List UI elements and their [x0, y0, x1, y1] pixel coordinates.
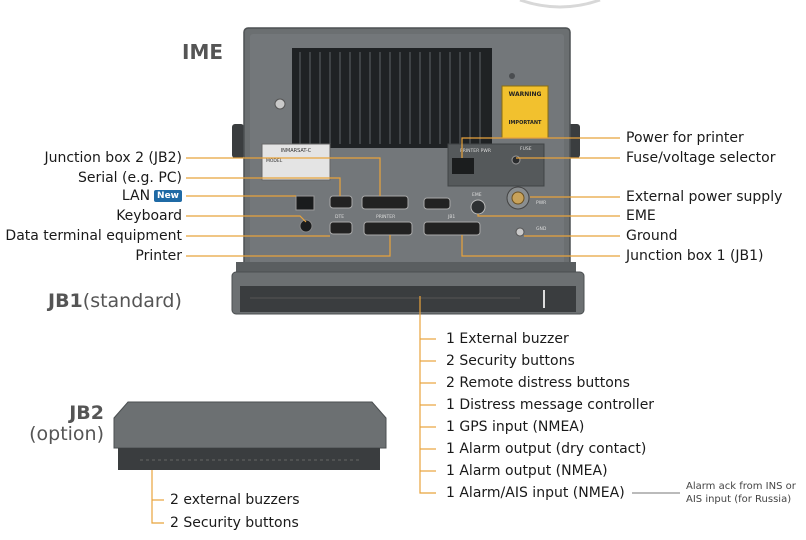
jb1-title-sub: (standard) — [82, 290, 182, 312]
right-handle — [568, 124, 580, 158]
russia-note: Alarm ack from INS or AIS input (for Rus… — [686, 480, 796, 506]
serial-port — [329, 195, 353, 209]
label-fuse: Fuse/voltage selector — [626, 150, 776, 166]
heatsink-fins — [299, 52, 481, 144]
warning-label-text: WARNING — [509, 91, 542, 98]
label-serial: Serial (e.g. PC) — [77, 170, 182, 186]
jb1-box-cavity — [240, 286, 576, 312]
printer-power-connector — [452, 158, 474, 174]
leader-jb2-bracket — [151, 470, 164, 524]
screw-icon — [509, 73, 515, 79]
leader-power-printer — [461, 137, 620, 158]
leader-serial — [186, 177, 341, 196]
printer-pwr-text: PRINTER PWR — [460, 148, 491, 154]
jb1-title: JB1(standard) — [48, 290, 182, 312]
stand-top — [236, 262, 576, 274]
jb1-item: 1 External buzzer — [446, 331, 569, 347]
jb1-port-text: JB1 — [447, 214, 455, 220]
label-ext-power: External power supply — [626, 189, 783, 205]
russia-note-line: Alarm ack from INS or — [686, 481, 796, 492]
gnd-port-text: GND — [536, 226, 547, 232]
label-dte: Data terminal equipment — [5, 228, 182, 244]
fuse-text: FUSE — [520, 146, 532, 152]
lan-port — [295, 195, 315, 211]
jb2-box-cavity — [118, 448, 380, 470]
leader-jb1-bracket — [419, 296, 436, 494]
jb1-title-main: JB1 — [48, 290, 83, 312]
leader-jb1 — [461, 235, 620, 257]
leader-printer — [186, 235, 391, 257]
jb1-port — [423, 221, 481, 236]
label-keyboard: Keyboard — [116, 208, 182, 224]
eme-port-text: EME — [472, 192, 482, 198]
heatsink — [292, 48, 492, 148]
label-jb2: Junction box 2 (JB2) — [44, 150, 182, 166]
power-connector-pins — [511, 191, 525, 205]
brand-text: INMARSAT-C — [281, 148, 312, 154]
dte-port — [329, 221, 353, 235]
russia-note-line: AIS input (for Russia) — [686, 494, 792, 505]
leader-eme — [477, 214, 620, 217]
important-label-text: IMPORTANT — [509, 120, 542, 126]
jb2-item: 2 external buzzers — [170, 492, 300, 508]
left-handle — [232, 124, 244, 158]
label-jb1: Junction box 1 (JB1) — [626, 248, 764, 264]
label-eme: EME — [626, 208, 656, 224]
jb1-item: 2 Remote distress buttons — [446, 375, 630, 391]
ground-terminal-icon — [515, 227, 525, 237]
eme-connector-icon — [470, 199, 486, 215]
model-text: MODEL — [266, 158, 283, 164]
new-badge: New — [154, 190, 182, 202]
jb1-item: 1 Distress message controller — [446, 397, 655, 413]
keyboard-port — [299, 219, 313, 233]
label-lan-text: LAN — [121, 188, 151, 204]
jb1-item: 1 GPS input (NMEA) — [446, 419, 585, 435]
label-ground: Ground — [626, 228, 678, 244]
jb2-title-main: JB2 — [69, 402, 104, 424]
leader-lines — [151, 137, 620, 524]
jb1-item: 1 Alarm output (dry contact) — [446, 441, 647, 457]
ground-screw-icon — [274, 98, 286, 110]
printer-port — [363, 221, 413, 236]
leader-jb2 — [186, 157, 381, 196]
ime-title: IME — [182, 40, 224, 64]
jb2-title-sub: (option) — [29, 423, 104, 445]
jb2-box — [113, 401, 387, 449]
model-label — [261, 143, 331, 181]
jb1-item: 1 Alarm/AIS input (NMEA) — [446, 485, 625, 501]
jb2-port — [361, 195, 409, 210]
label-power-printer: Power for printer — [626, 130, 744, 146]
jb2-item: 2 Security buttons — [170, 515, 299, 531]
aux-port — [423, 197, 451, 210]
fuse-holder-icon — [511, 155, 521, 165]
dte-port-text: DTE — [335, 214, 344, 220]
jb1-item: 1 Alarm output (NMEA) — [446, 463, 608, 479]
top-arc-decoration — [519, 0, 601, 9]
label-printer: Printer — [135, 248, 182, 264]
printer-port-text: PRINTER — [376, 214, 395, 220]
jb2-title: JB2 (option) — [20, 403, 104, 445]
jb1-item: 2 Security buttons — [446, 353, 575, 369]
pwr-port-text: PWR — [536, 200, 546, 206]
leader-keyboard — [186, 215, 307, 223]
